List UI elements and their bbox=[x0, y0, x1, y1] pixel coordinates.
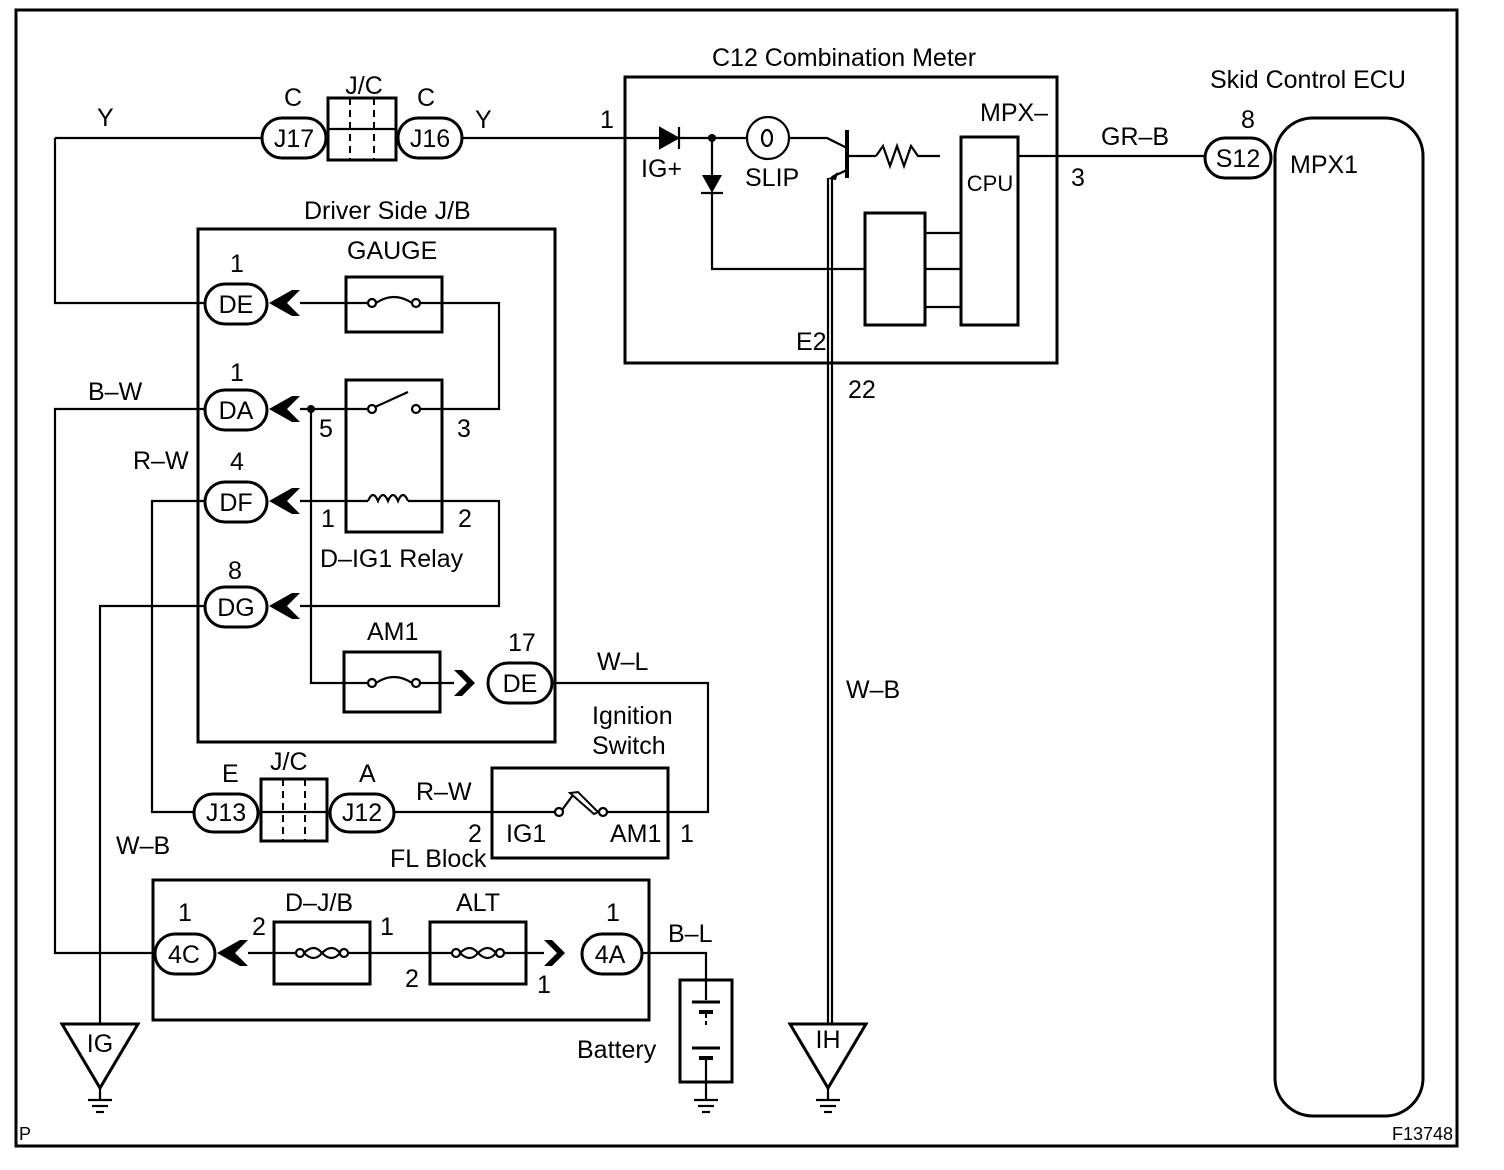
ignition-pin-1: 1 bbox=[680, 820, 694, 848]
connector-de-1-pin: 1 bbox=[230, 250, 244, 278]
fl-block-title: FL Block bbox=[390, 845, 487, 873]
ground-ih-label: IH bbox=[816, 1026, 841, 1054]
connector-de-1 bbox=[203, 282, 269, 326]
ecu-pin-8: 8 bbox=[1241, 106, 1255, 134]
ignition-label-1: Ignition bbox=[592, 702, 673, 730]
ignition-label-2: Switch bbox=[592, 732, 666, 760]
connector-j17-letter: C bbox=[284, 84, 302, 112]
connector-j13 bbox=[192, 792, 260, 834]
connector-s12 bbox=[1203, 136, 1273, 180]
ecu-title: Skid Control ECU bbox=[1210, 66, 1406, 94]
connector-dg-pin: 8 bbox=[228, 557, 242, 585]
figure-id: F13748 bbox=[1392, 1124, 1453, 1144]
junction-bottom-label: J/C bbox=[270, 748, 308, 776]
relay-pin-2: 2 bbox=[458, 505, 472, 533]
ecu-mpx1: MPX1 bbox=[1290, 151, 1358, 179]
meter-e2: E2 bbox=[796, 328, 827, 356]
connector-4a-label: 4A bbox=[595, 941, 626, 969]
alt-pin-2: 2 bbox=[405, 965, 419, 993]
connector-4c-pin: 1 bbox=[178, 899, 192, 927]
connector-s12-label: S12 bbox=[1216, 145, 1260, 173]
ground-ig-label: IG bbox=[87, 1030, 113, 1058]
ignition-ig1: IG1 bbox=[506, 820, 546, 848]
connector-dg-label: DG bbox=[217, 594, 255, 622]
connector-de-17-pin: 17 bbox=[508, 629, 536, 657]
djb-pin-2: 2 bbox=[252, 913, 266, 941]
connector-j13-letter: E bbox=[222, 760, 239, 788]
djb-fusible-link-label: D–J/B bbox=[285, 889, 353, 917]
connector-j12-letter: A bbox=[359, 760, 376, 788]
slip-indicator-lamp bbox=[745, 115, 791, 161]
meter-pin-1: 1 bbox=[600, 106, 614, 134]
gauge-fuse bbox=[344, 275, 444, 334]
meter-cpu: CPU bbox=[967, 171, 1013, 196]
wire-color-w-l: W–L bbox=[597, 648, 649, 676]
meter-title: C12 Combination Meter bbox=[712, 44, 976, 72]
connector-j12 bbox=[328, 792, 396, 834]
gauge-fuse-label: GAUGE bbox=[347, 237, 437, 265]
meter-slip: SLIP bbox=[745, 164, 799, 192]
connector-j12-label: J12 bbox=[342, 799, 382, 827]
ignition-am1: AM1 bbox=[610, 820, 661, 848]
corner-mark: P bbox=[19, 1124, 31, 1144]
am1-fuse-label: AM1 bbox=[367, 618, 418, 646]
fl-block: FL Block 4C 1 D–J/B 2 1 ALT 2 1 4A 1 bbox=[151, 845, 651, 1022]
cpu-block bbox=[959, 135, 1020, 327]
connector-j16-label: J16 bbox=[410, 125, 450, 153]
driver-side-junction-block: Driver Side J/B GAUGE DE 1 DA 1 B–W 5 3 bbox=[88, 197, 557, 744]
meter-ig-plus: IG+ bbox=[641, 155, 682, 183]
wire-color-r-w-bottom: R–W bbox=[416, 778, 472, 806]
connector-4c bbox=[153, 932, 217, 976]
meter-pin-22: 22 bbox=[848, 376, 876, 404]
ground-ih: IH bbox=[787, 1022, 869, 1114]
connector-de-17-label: DE bbox=[503, 670, 538, 698]
d-ig1-relay bbox=[344, 378, 444, 534]
connector-4c-label: 4C bbox=[168, 941, 200, 969]
jb-title: Driver Side J/B bbox=[304, 197, 471, 225]
relay-label: D–IG1 Relay bbox=[320, 545, 464, 573]
diagram-frame bbox=[14, 8, 1459, 1148]
ignition-switch: Ignition Switch IG1 AM1 2 1 bbox=[468, 702, 694, 860]
junction-top-label: J/C bbox=[345, 72, 383, 100]
connector-j16-letter: C bbox=[417, 84, 435, 112]
connector-da-label: DA bbox=[219, 397, 254, 425]
top-junction-connector: Y J17 C J/C J16 C Y bbox=[55, 72, 660, 162]
bottom-junction-connector: J13 E J/C J12 A bbox=[192, 748, 396, 843]
skid-control-ecu: Skid Control ECU S12 8 MPX1 bbox=[1203, 66, 1425, 1118]
wire-color-wb-center: W–B bbox=[846, 676, 900, 704]
meter-interface-block bbox=[863, 211, 927, 327]
connector-j13-label: J13 bbox=[206, 799, 246, 827]
wire-color-b-l: B–L bbox=[668, 920, 713, 948]
ground-ig: IG bbox=[59, 1022, 141, 1114]
battery-label: Battery bbox=[577, 1036, 657, 1064]
battery: Battery bbox=[577, 978, 734, 1114]
connector-df-label: DF bbox=[219, 489, 252, 517]
ignition-pin-2: 2 bbox=[468, 820, 482, 848]
wire-color-gr-b: GR–B bbox=[1101, 123, 1169, 151]
connector-de-1-label: DE bbox=[219, 291, 254, 319]
connector-j17 bbox=[260, 116, 328, 160]
meter-pin-3: 3 bbox=[1071, 164, 1085, 192]
djb-pin-1: 1 bbox=[380, 913, 394, 941]
relay-pin-5: 5 bbox=[319, 415, 333, 443]
connector-da-pin: 1 bbox=[230, 359, 244, 387]
wire-color-b-w: B–W bbox=[88, 378, 143, 406]
relay-pin-1: 1 bbox=[321, 505, 335, 533]
meter-mpx: MPX– bbox=[980, 99, 1048, 127]
wire-color-w-b-left: W–B bbox=[116, 832, 170, 860]
connector-4a-pin: 1 bbox=[606, 899, 620, 927]
alt-fusible-link-label: ALT bbox=[456, 889, 500, 917]
wire-color-r-w-left: R–W bbox=[133, 447, 189, 475]
relay-pin-3: 3 bbox=[457, 415, 471, 443]
connector-df-pin: 4 bbox=[230, 448, 244, 476]
wire-color-y-left: Y bbox=[97, 104, 114, 132]
combination-meter: C12 Combination Meter 1 IG+ SLIP CPU MPX… bbox=[600, 44, 1085, 404]
alt-pin-1: 1 bbox=[537, 971, 551, 999]
connector-j17-label: J17 bbox=[274, 125, 314, 153]
wire-color-y-right: Y bbox=[475, 106, 492, 134]
